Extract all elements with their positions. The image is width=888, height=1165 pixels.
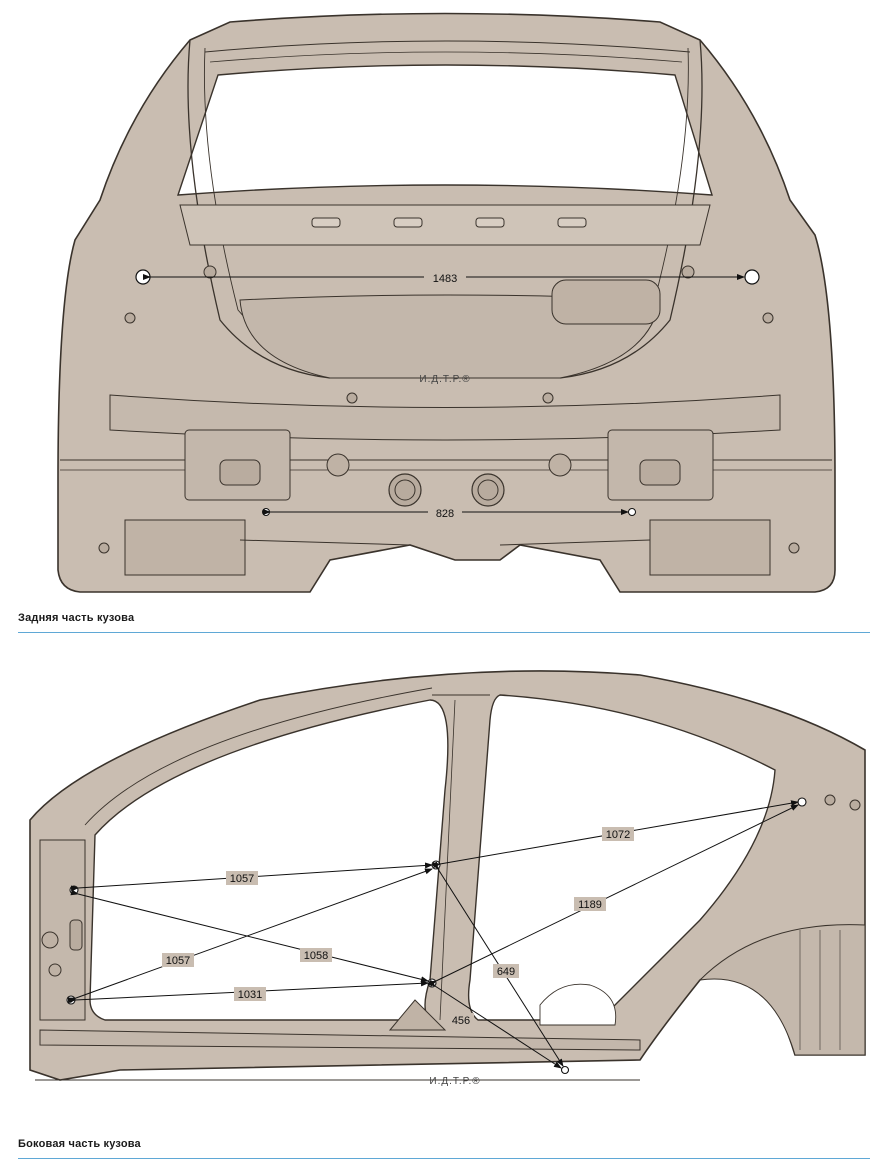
rear-caption-rule [18, 632, 870, 633]
rear-window-opening [177, 64, 713, 196]
dimension-line-456 [427, 979, 562, 1069]
side-body-panel: 1057 1057 1058 1031 1072 1189 649 456 И.… [0, 640, 888, 1165]
dimension-label-828: 828 [436, 508, 454, 520]
rear-body-drawing: 1483 828 И.Д.Т.Р.® [57, 12, 836, 593]
dimension-label-1483: 1483 [433, 273, 457, 285]
dimension-label-1072: 1072 [606, 829, 630, 841]
rear-view-caption: Задняя часть кузова [18, 612, 135, 624]
measure-point-rear-left-upper [135, 269, 151, 285]
side-watermark: И.Д.Т.Р.® [429, 1076, 480, 1087]
dimension-label-649: 649 [497, 966, 515, 978]
measure-point-b-upper [431, 860, 441, 870]
side-caption-rule [18, 1158, 870, 1159]
measure-point-rear-left-lower [262, 508, 270, 516]
measure-point-rear-right-lower [628, 508, 636, 516]
dimension-label-1058: 1058 [304, 950, 328, 962]
rear-watermark: И.Д.Т.Р.® [419, 374, 470, 385]
dimension-label-1057b: 1057 [166, 955, 190, 967]
side-body-drawing: 1057 1057 1058 1031 1072 1189 649 456 И.… [29, 670, 866, 1087]
dimension-line-1058 [70, 889, 429, 983]
dimension-label-1031: 1031 [238, 989, 262, 1001]
measure-point-c-upper [797, 797, 807, 807]
side-view-caption: Боковая часть кузова [18, 1138, 141, 1150]
dimension-label-456: 456 [452, 1015, 470, 1027]
measure-point-sill-rear [560, 1065, 570, 1075]
measure-point-b-lower [427, 978, 437, 988]
rear-body-panel: 1483 828 И.Д.Т.Р.® Задняя часть кузова [18, 12, 870, 633]
dimension-label-1189: 1189 [578, 899, 602, 911]
dimension-label-1057a: 1057 [230, 873, 254, 885]
measure-point-a-upper [69, 885, 79, 895]
measure-point-a-lower [66, 995, 76, 1005]
measure-point-rear-right-upper [744, 269, 760, 285]
